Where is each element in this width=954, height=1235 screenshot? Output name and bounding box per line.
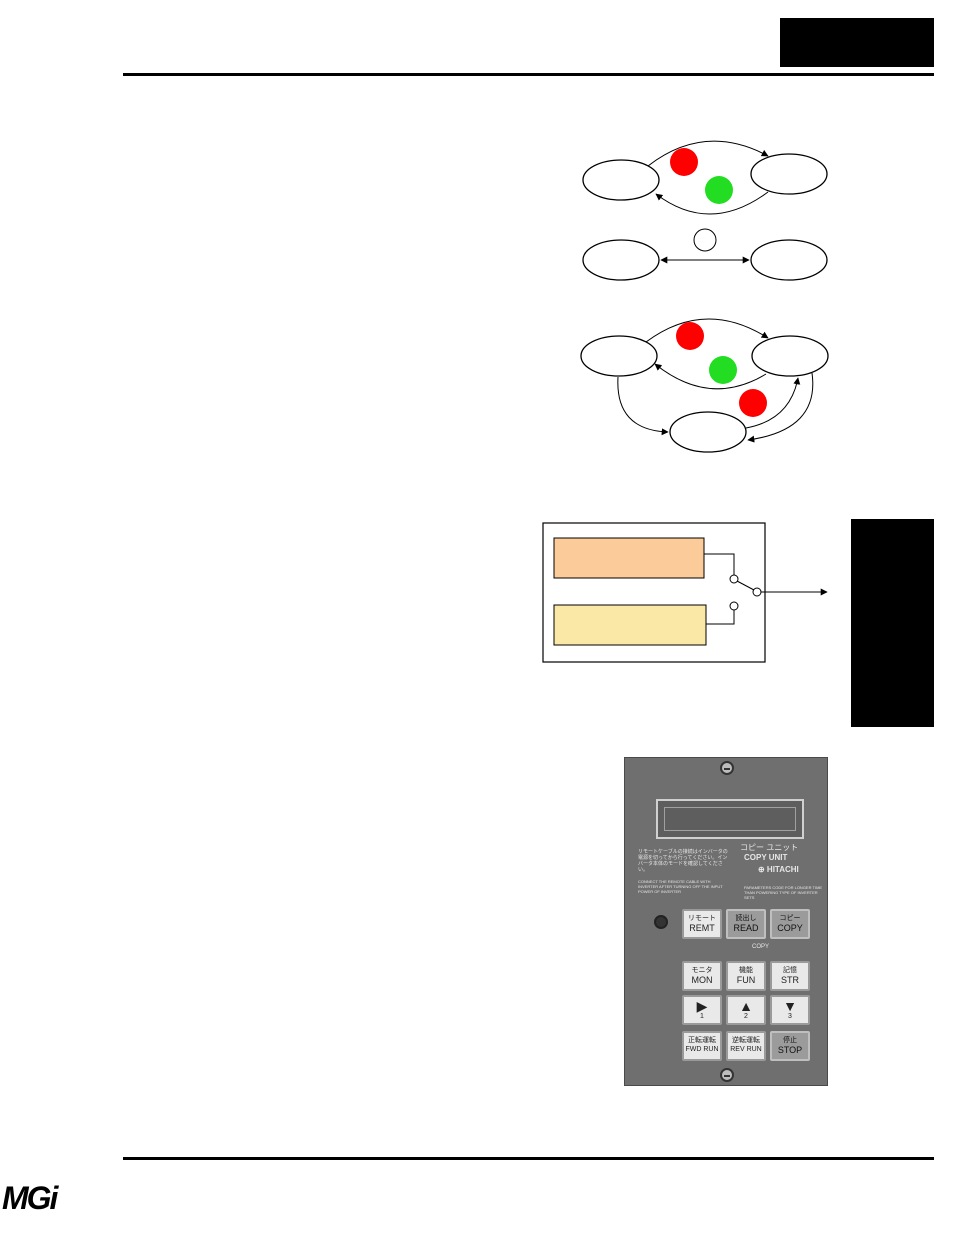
up-arrow-icon: ▲ (739, 998, 753, 1014)
screw-icon (720, 761, 734, 775)
key-right-arrow[interactable]: ▶1 (682, 995, 722, 1025)
copy-unit-label-en: COPY UNIT (744, 853, 788, 862)
copy-group-label: COPY (752, 944, 770, 950)
right-arrow-icon: ▶ (696, 998, 708, 1014)
source-box-1 (553, 537, 705, 579)
state-diagram-3 (580, 318, 829, 453)
state-diagram-1 (582, 140, 828, 215)
brand-label: ⊕ HITACHI (758, 865, 799, 874)
state-diagram-2 (582, 228, 828, 281)
notice-en: CONNECT THE REMOTE CABLE WITH INVERTER A… (638, 879, 723, 894)
source-box-2 (553, 604, 707, 646)
side-chapter-tab (851, 519, 934, 727)
notice-jp: リモートケーブルの接続はインバータの電源を切ってから行ってください。インバータ本… (638, 849, 728, 873)
off-indicator (693, 228, 717, 252)
green-indicator (709, 356, 737, 384)
state-diagrams (542, 140, 829, 663)
switch-pivot (752, 587, 762, 597)
state-node (580, 335, 658, 377)
red-indicator (739, 389, 767, 417)
key-down-arrow[interactable]: ▼3 (770, 995, 810, 1025)
copy-unit-label-jp: コピー ユニット (740, 843, 799, 852)
key-up-arrow[interactable]: ▲2 (726, 995, 766, 1025)
down-arrow-icon: ▼ (783, 998, 797, 1014)
svg-text:MGi: MGi (2, 1180, 60, 1216)
copy-unit-photo: コピー ユニット COPY UNIT ⊕ HITACHI リモートケーブルの接続… (624, 757, 828, 1086)
state-node (582, 159, 660, 201)
screw-icon (720, 1068, 734, 1082)
switch-contact (729, 574, 739, 584)
status-led (654, 915, 668, 929)
selector-switch-diagram (542, 522, 828, 663)
mgi-logo: MGi (2, 1180, 62, 1216)
state-node (750, 239, 828, 281)
header-rule (123, 73, 934, 76)
state-node (582, 239, 660, 281)
state-node (750, 153, 828, 195)
header-chapter-block (780, 18, 934, 67)
red-indicator (670, 148, 698, 176)
display-window (656, 799, 804, 839)
red-indicator (676, 322, 704, 350)
state-node (751, 335, 829, 377)
state-node (669, 411, 747, 453)
switch-contact (729, 601, 739, 611)
footer-rule (123, 1157, 934, 1160)
green-indicator (705, 176, 733, 204)
notice-right: PARAMETERS CODE FOR LONGER TIME THAN POW… (744, 885, 823, 900)
